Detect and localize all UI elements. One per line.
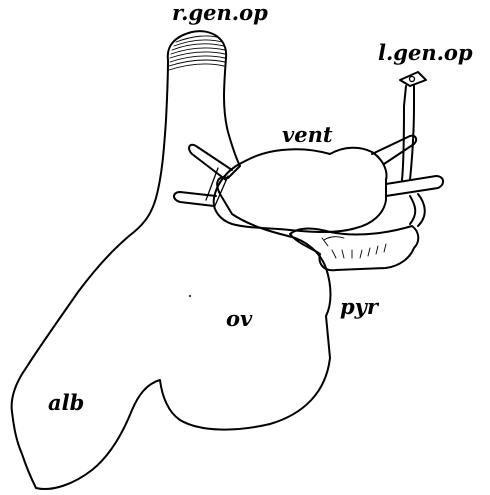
label-vent: vent: [282, 124, 333, 145]
label-pyr: pyr: [340, 296, 378, 317]
label-ov: ov: [226, 308, 252, 329]
pyriform-outline: [290, 226, 418, 270]
r-gen-op-striations: [169, 36, 225, 70]
label-l-gen-op: l.gen.op: [378, 42, 473, 63]
l-gen-op-duct: [400, 72, 426, 226]
stipple-dot: [189, 295, 191, 297]
label-r-gen-op: r.gen.op: [172, 2, 268, 23]
pyriform-ridges: [322, 237, 386, 258]
ovary-outline: [12, 31, 331, 489]
label-alb: alb: [48, 392, 84, 413]
